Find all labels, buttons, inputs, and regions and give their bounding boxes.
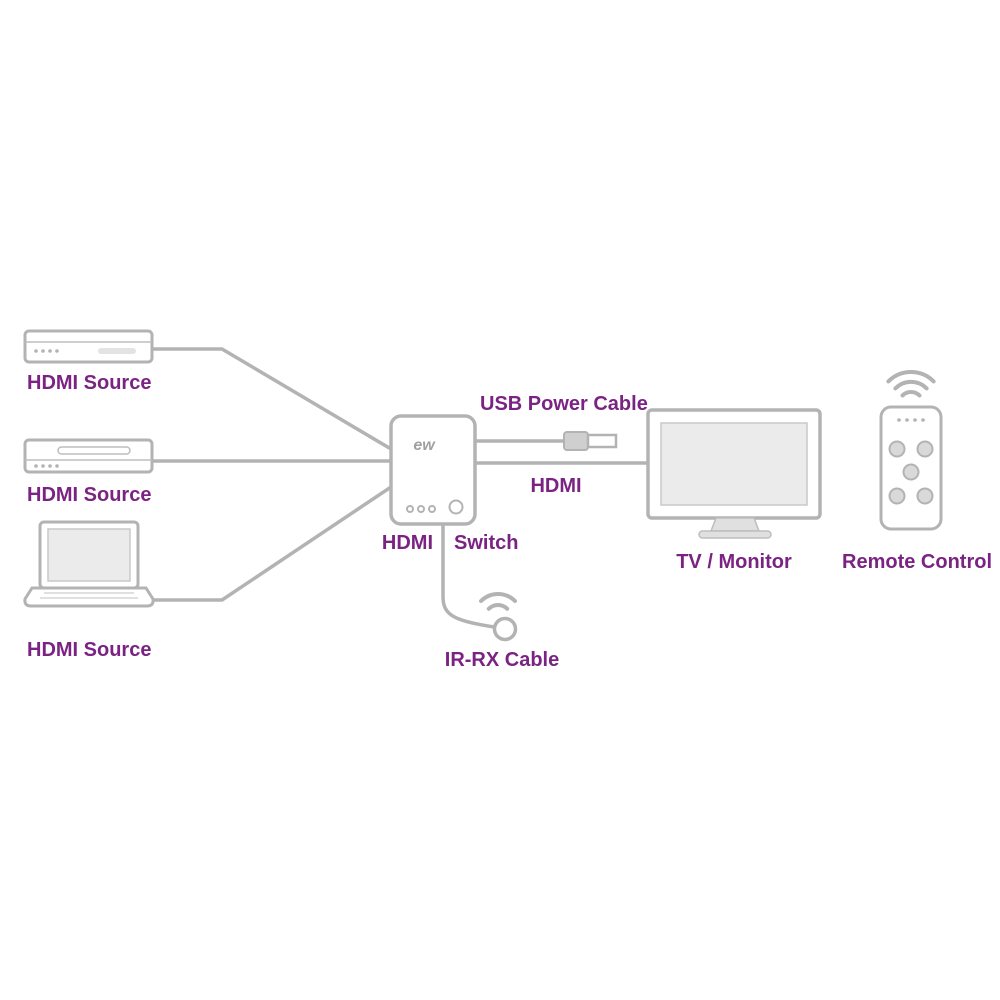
player-dot: [55, 464, 59, 468]
player-dot: [48, 464, 52, 468]
connection-wires: [148, 347, 650, 629]
switch-label-switch: Switch: [454, 532, 518, 554]
media-player-icon: [23, 329, 154, 364]
signal-arc: [486, 603, 510, 611]
player-dot: [48, 349, 52, 353]
switch-label-hdmi: HDMI: [382, 532, 433, 554]
usb-plug-body: [563, 431, 589, 451]
hdmi-source-1: HDMI Source: [23, 329, 154, 394]
ir-rx-cable: IR-RX Cable: [445, 591, 559, 671]
tv-monitor: TV / Monitor: [646, 408, 822, 573]
player-tray-slot: [98, 348, 136, 354]
source1-label: HDMI Source: [27, 372, 151, 394]
player-dot: [55, 349, 59, 353]
remote-button: [888, 440, 906, 458]
tv-label: TV / Monitor: [676, 551, 792, 573]
wireless-signal-icon: [479, 591, 517, 611]
hdmi-cable-label: HDMI: [530, 475, 581, 497]
hdmi-source-3: HDMI Source: [23, 520, 155, 661]
usb-plug-tip: [586, 433, 618, 449]
hdmi-switch: ew HDMI Switch: [382, 414, 518, 554]
remote-ir-dot: [897, 418, 901, 422]
signal-arc: [479, 591, 517, 603]
remote-ir-dot: [913, 418, 917, 422]
switch-body: [389, 414, 477, 526]
laptop-icon: [23, 520, 155, 608]
usb-power-label: USB Power Cable: [480, 393, 648, 415]
switch-led: [428, 505, 436, 513]
remote-button: [888, 487, 906, 505]
wireless-signal-icon: [886, 370, 936, 398]
wire-source1-to-switch: [150, 347, 393, 451]
remote-button: [902, 463, 920, 481]
player-dot: [41, 349, 45, 353]
tv-stand-neck: [709, 517, 761, 532]
ir-receiver-icon: [492, 616, 518, 642]
tv-icon: [646, 408, 822, 539]
remote-ir-dot: [921, 418, 925, 422]
ewent-logo: ew: [413, 437, 436, 454]
wire-source3-to-switch: [148, 485, 393, 602]
media-player-icon: [23, 438, 154, 474]
hdmi-source-2: HDMI Source: [23, 438, 154, 506]
remote-icon: [879, 405, 943, 531]
player-dot: [41, 464, 45, 468]
remote-button: [916, 440, 934, 458]
usb-plug-icon: [563, 431, 618, 451]
laptop-base: [23, 586, 155, 608]
laptop-screen: [47, 528, 131, 582]
switch-led: [406, 505, 414, 513]
remote-label: Remote Control: [842, 551, 992, 573]
switch-led: [417, 505, 425, 513]
player-dot: [34, 464, 38, 468]
player-body: [23, 329, 154, 364]
player-dot: [34, 349, 38, 353]
usb-power-cable: USB Power Cable: [480, 393, 648, 451]
remote-button: [916, 487, 934, 505]
remote-ir-dot: [905, 418, 909, 422]
signal-arc: [900, 390, 922, 398]
signal-arc: [893, 379, 929, 391]
tv-screen: [660, 422, 808, 506]
remote-control: Remote Control: [842, 370, 992, 573]
player-disc-slot: [57, 446, 131, 455]
tv-stand-base: [698, 530, 772, 539]
source3-label: HDMI Source: [27, 639, 151, 661]
signal-arc: [886, 370, 936, 384]
wire-ir-rx: [441, 522, 496, 629]
switch-select-button: [448, 499, 464, 515]
source2-label: HDMI Source: [27, 484, 151, 506]
ir-rx-label: IR-RX Cable: [445, 649, 559, 671]
